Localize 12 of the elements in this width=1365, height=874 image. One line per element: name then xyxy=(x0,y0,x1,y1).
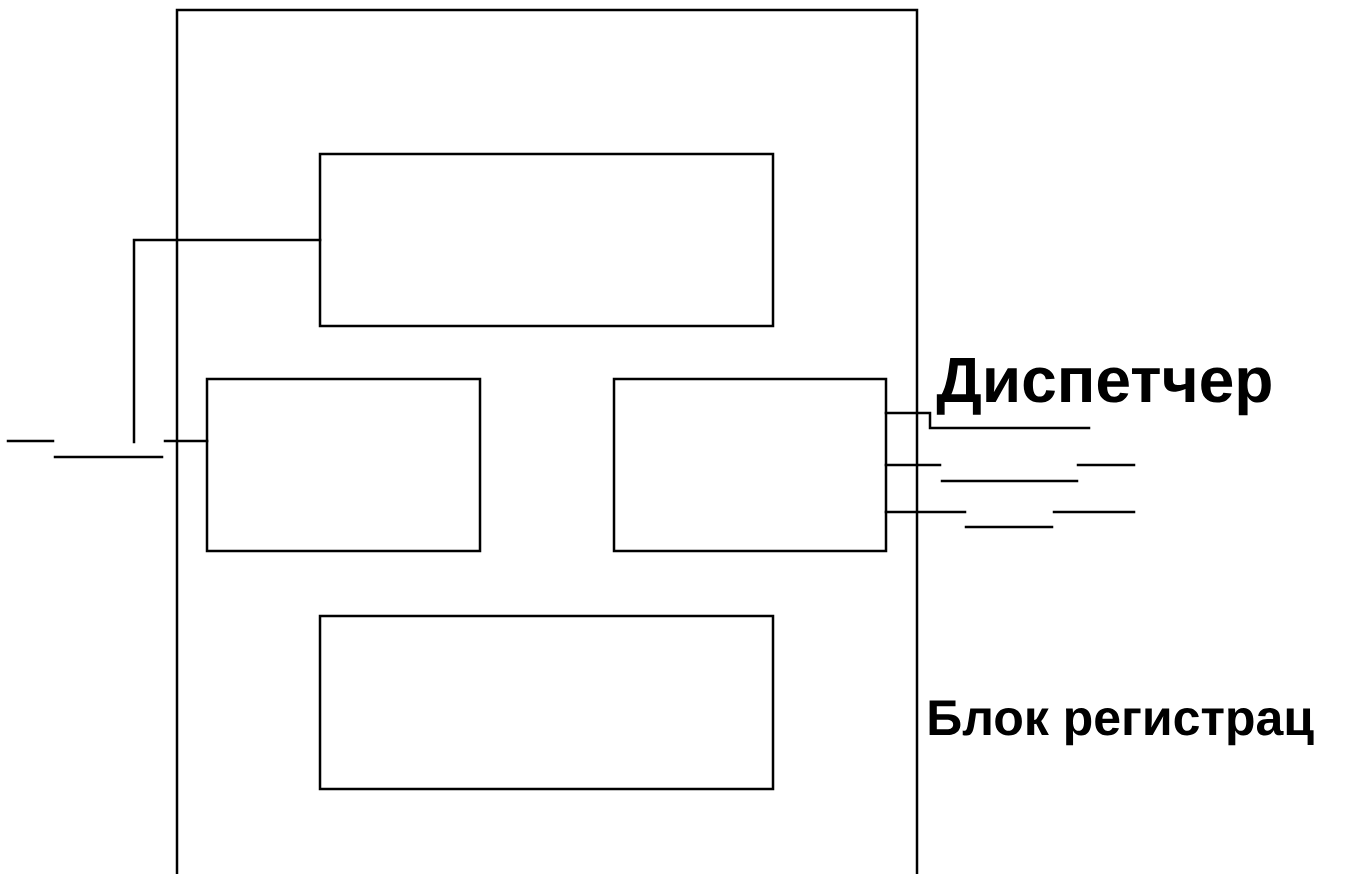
connector-line xyxy=(6,439,209,459)
block-box xyxy=(205,377,482,553)
block-box xyxy=(318,152,775,328)
connector-line xyxy=(884,463,1136,483)
connector-line xyxy=(884,411,1091,430)
connector-line xyxy=(884,510,1136,529)
block-box xyxy=(612,377,888,553)
block-box xyxy=(318,614,775,791)
block-label: Блок регистрац xyxy=(929,700,1314,746)
block-label: Диспетчер xyxy=(936,357,1271,416)
frame-outline xyxy=(175,8,919,874)
connector-line xyxy=(132,238,322,444)
